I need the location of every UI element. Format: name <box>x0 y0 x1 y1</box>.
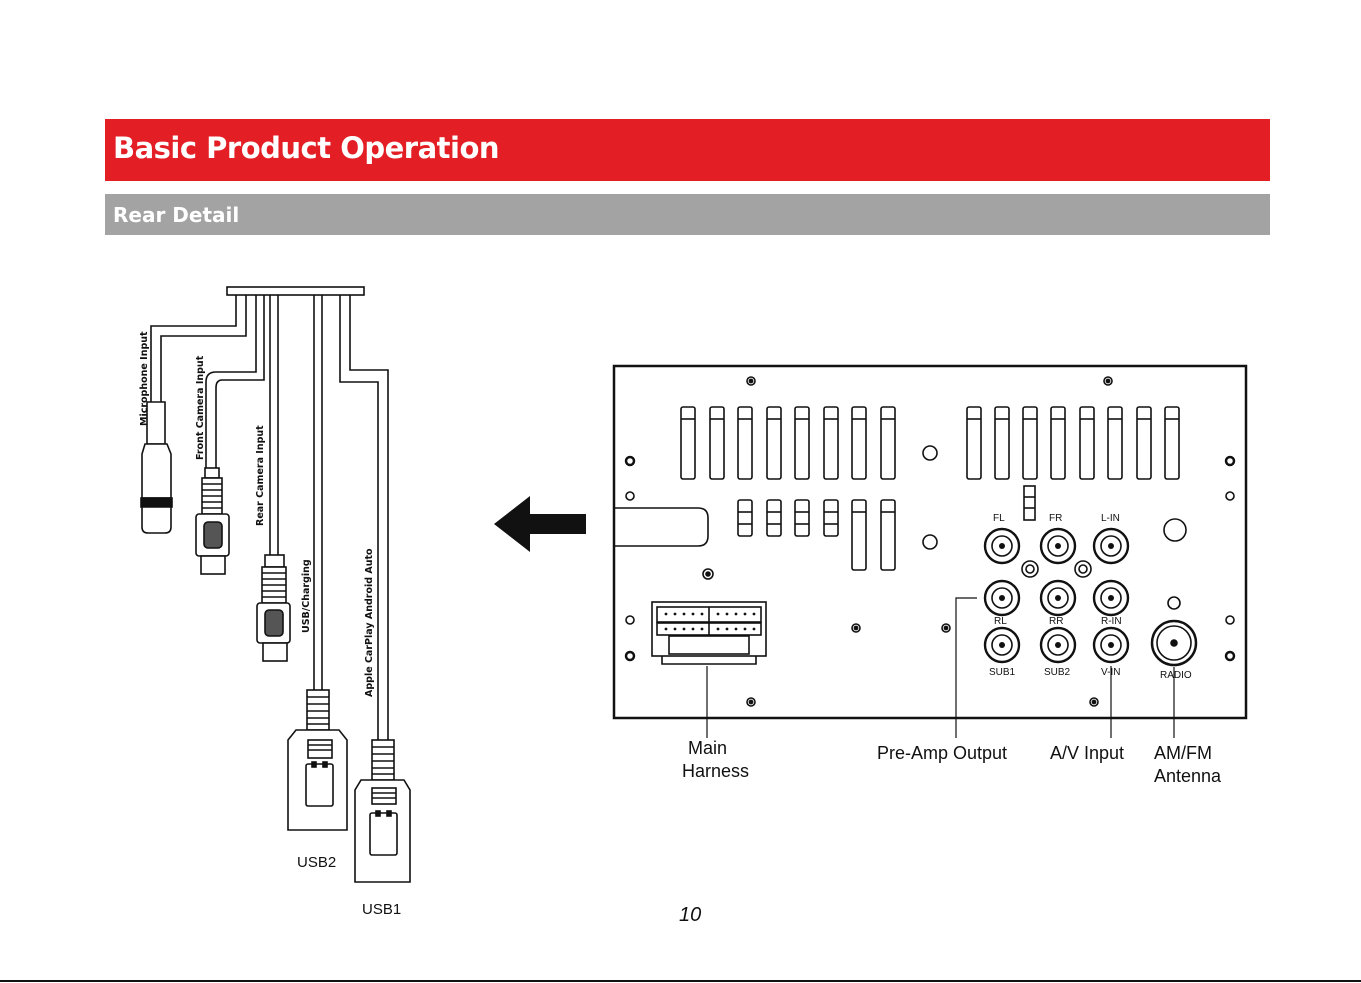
label-front-camera-input: Front Camera Input <box>195 355 206 460</box>
label-carplay-android-auto: Apple CarPlay Android Auto <box>364 548 375 697</box>
label-fr: FR <box>1049 513 1062 524</box>
callout-labels: Main Harness Pre-Amp Output A/V Input AM… <box>682 738 1222 786</box>
label-usb-charging: USB/Charging <box>301 559 312 633</box>
usb1-cable <box>340 295 410 882</box>
label-radio: RADIO <box>1160 670 1192 681</box>
callout-preamp-output: Pre-Amp Output <box>877 743 1007 763</box>
label-rear-camera-input: Rear Camera Input <box>255 425 266 526</box>
callout-av-input: A/V Input <box>1050 743 1124 763</box>
rca-jacks <box>985 529 1128 662</box>
cable-header-block <box>227 287 364 295</box>
label-sub1: SUB1 <box>989 667 1016 678</box>
label-usb2: USB2 <box>297 854 336 871</box>
label-rin: R-IN <box>1101 616 1122 627</box>
microphone-cable <box>141 295 246 533</box>
callout-main-harness-line1: Main <box>688 738 727 758</box>
label-microphone-input: Microphone Input <box>139 331 150 426</box>
label-rr: RR <box>1049 616 1063 627</box>
label-lin: L-IN <box>1101 513 1120 524</box>
label-rl: RL <box>994 616 1007 627</box>
label-sub2: SUB2 <box>1044 667 1071 678</box>
callout-main-harness-line2: Harness <box>682 761 749 781</box>
vent-slots-right <box>967 407 1179 520</box>
arrow-left-icon <box>494 496 586 552</box>
radio-antenna-jack <box>1152 621 1196 665</box>
vent-slots-left <box>681 407 895 570</box>
callout-amfm-line1: AM/FM <box>1154 743 1212 763</box>
label-vin: V-IN <box>1101 667 1120 678</box>
usb2-cable <box>288 295 347 830</box>
page-number: 10 <box>679 904 701 926</box>
page-bottom-rule <box>0 980 1361 982</box>
front-camera-cable <box>196 295 264 574</box>
callout-amfm-line2: Antenna <box>1154 766 1222 786</box>
label-usb1: USB1 <box>362 901 401 918</box>
main-harness-connector <box>652 602 766 664</box>
label-fl: FL <box>993 513 1005 524</box>
